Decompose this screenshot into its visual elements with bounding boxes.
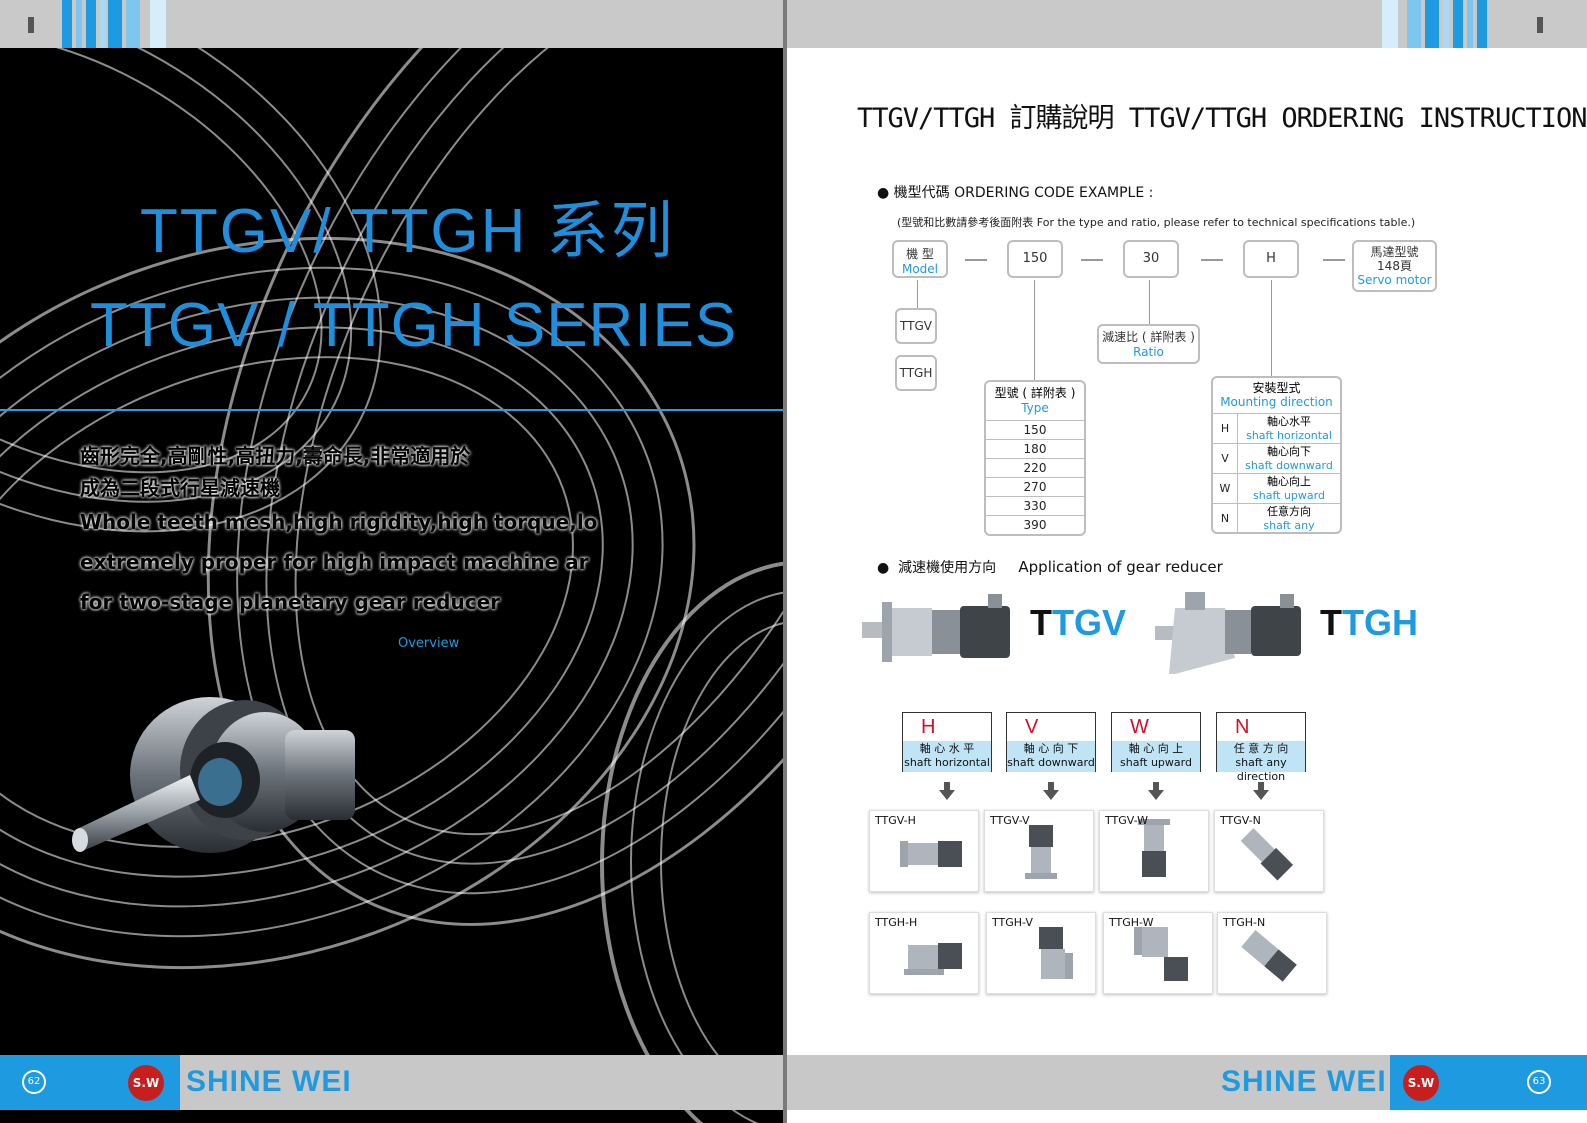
left-page: TTGV/ TTGH 系列 TTGV / TTGH SERIES 齒形完全,高剛… [0, 0, 783, 1123]
ttgh-label: TTGH [1320, 602, 1418, 643]
type-row: 150 [986, 420, 1084, 439]
type-row: 180 [986, 439, 1084, 458]
ratio-box: 減速比 ( 詳附表 ) Ratio [1097, 324, 1200, 364]
ordering-note: (型號和比數請參考後面附表 For the type and ratio, pl… [897, 216, 1416, 229]
divider-line [0, 409, 783, 411]
type-table: 型號 ( 詳附表 ) Type 150 180 220 270 330 390 [984, 380, 1086, 536]
brand-name: SHINE WEI [186, 1065, 352, 1098]
code-box-mount: H [1243, 240, 1299, 278]
thumb-ttgv-w: TTGV-W [1099, 810, 1209, 892]
code-box-model: 機 型 Model [892, 240, 948, 278]
mounting-table-header: 安裝型式 Mounting direction [1220, 381, 1333, 409]
code-box-motor: 馬達型號 148頁 Servo motor [1352, 240, 1437, 292]
code-dash [965, 259, 987, 261]
thumb-ttgh-w: TTGH-W [1103, 912, 1213, 994]
code-dash [1081, 259, 1103, 261]
page-title: TTGV/TTGH 訂購說明 TTGV/TTGH ORDERING INSTRU… [857, 103, 1587, 134]
arrow-down-icon [1253, 790, 1269, 800]
model-option-ttgh: TTGH [895, 355, 937, 391]
brand-logo: S.W [1403, 1065, 1439, 1101]
arrow-down-icon [1043, 790, 1059, 800]
page-number: 63 [1527, 1070, 1551, 1094]
desc-en-line-2: extremely proper for high impact machine… [80, 550, 589, 574]
gearbox-illustration [72, 697, 355, 853]
bar-tick [28, 17, 34, 33]
desc-cn-line-1: 齒形完全,高剛性,高扭力,壽命長,非常適用於 [80, 444, 471, 468]
page-gutter [783, 0, 787, 1123]
type-row: 220 [986, 458, 1084, 477]
ttgh-product-image [1155, 592, 1301, 674]
desc-en-line-1: Whole teeth mesh,high rigidity,high torq… [80, 510, 598, 534]
brand-logo: S.W [128, 1065, 164, 1101]
type-table-header: 型號 ( 詳附表 ) Type [994, 386, 1076, 415]
thumb-ttgh-n: TTGH-N [1217, 912, 1327, 994]
code-dash [1201, 259, 1223, 261]
thumb-ttgv-h: TTGV-H [869, 810, 979, 892]
right-page: TTGV/TTGH 訂購說明 TTGV/TTGH ORDERING INSTRU… [787, 0, 1587, 1123]
thumb-ttgh-v: TTGH-V [986, 912, 1096, 994]
right-bottom-bar: SHINE WEI S.W 63 [787, 1055, 1587, 1110]
type-row: 330 [986, 496, 1084, 515]
ordering-heading: ● 機型代碼 ORDERING CODE EXAMPLE : [877, 185, 1154, 201]
code-box-ratio: 30 [1123, 240, 1179, 278]
brand-name: SHINE WEI [1221, 1065, 1387, 1098]
ttgv-label: TTGV [1030, 602, 1127, 643]
thumb-ttgh-h: TTGH-H [869, 912, 979, 994]
overview-label: Overview [398, 636, 460, 651]
type-row: 270 [986, 477, 1084, 496]
left-top-bar [0, 0, 783, 48]
desc-cn-line-2: 成為二段式行星減速機 [80, 476, 280, 500]
type-row: 390 [986, 515, 1084, 534]
page-number: 62 [22, 1070, 46, 1094]
series-title-cn: TTGV/ TTGH 系列 [140, 197, 675, 266]
thumb-ttgv-v: TTGV-V [984, 810, 1094, 892]
application-heading: ● 減速機使用方向 Application of gear reducer [877, 558, 1223, 576]
bar-tick [1537, 17, 1543, 33]
thumb-ttgv-n: TTGV-N [1214, 810, 1324, 892]
arrow-down-icon [1148, 790, 1164, 800]
series-title-en: TTGV / TTGH SERIES [90, 291, 738, 360]
right-top-bar [787, 0, 1587, 48]
desc-en-line-3: for two-stage planetary gear reducer [80, 590, 501, 614]
arrow-down-icon [939, 790, 955, 800]
code-box-size: 150 [1007, 240, 1063, 278]
model-option-ttgv: TTGV [895, 308, 937, 344]
left-bottom-bar: 62 S.W SHINE WEI [0, 1055, 783, 1110]
ttgv-product-image [862, 594, 1010, 662]
code-dash [1323, 259, 1345, 261]
